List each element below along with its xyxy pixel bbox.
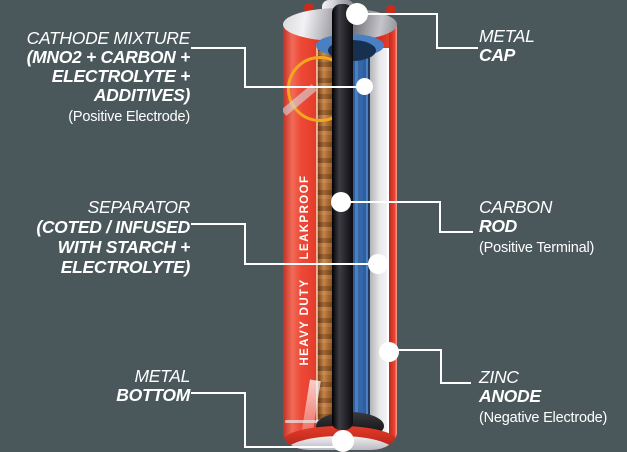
leader-cathode-h2 <box>244 86 366 88</box>
leader-rod-v <box>439 201 441 233</box>
marker-metal-bottom <box>332 430 354 452</box>
cathode-mixture-layer <box>317 46 332 438</box>
callout-line: METAL <box>479 26 535 46</box>
callout-note: (Positive Terminal) <box>479 240 595 256</box>
callout-metal-bottom: METAL BOTTOM <box>116 367 190 405</box>
leader-bottom-h1 <box>191 392 246 394</box>
casing-right-strip <box>389 26 397 450</box>
carbon-rod-shape <box>332 4 353 430</box>
callout-line: WITH STARCH + <box>57 237 191 257</box>
leader-bottom-v <box>244 392 246 448</box>
cathode-mixture-texture <box>317 46 332 438</box>
callout-line: ANODE <box>479 386 541 406</box>
callout-note: (Positive Electrode) <box>68 109 190 125</box>
marker-zinc-anode <box>379 342 399 362</box>
callout-line: SEPARATOR <box>87 197 191 217</box>
callout-line: (COTED / INFUSED <box>36 217 190 237</box>
callout-line: CATHODE MIXTURE <box>26 28 191 48</box>
callout-line: CAP <box>479 45 516 65</box>
zinc-can-layer <box>370 48 388 438</box>
leader-cap-v <box>436 13 438 49</box>
callout-line: METAL <box>134 366 190 386</box>
callout-line: BOTTOM <box>116 385 190 405</box>
callout-zinc-anode: ZINC ANODE (Negative Electrode) <box>479 368 607 427</box>
leader-separator-h2 <box>244 263 380 265</box>
leader-cathode-h1 <box>191 47 246 49</box>
callout-carbon-rod: CARBON ROD (Positive Terminal) <box>479 198 594 257</box>
separator-blue-layer <box>352 48 370 438</box>
marker-metal-cap <box>346 3 368 25</box>
leader-zinc-h1 <box>392 349 442 351</box>
callout-line: ADDITIVES) <box>93 85 190 105</box>
leader-zinc-v <box>440 349 442 384</box>
marker-cathode <box>356 78 373 95</box>
zinc-layer-highlight <box>386 48 389 438</box>
callout-line: ZINC <box>479 367 519 387</box>
callout-separator: SEPARATOR (COTED / INFUSED WITH STARCH +… <box>36 197 190 277</box>
leader-separator-h1 <box>191 223 246 225</box>
cap-crimp-left <box>304 3 314 13</box>
cap-crimp-right <box>386 5 396 15</box>
leader-cap-h1 <box>360 13 438 15</box>
marker-separator <box>368 254 388 274</box>
label-cut-edge <box>315 44 318 438</box>
leader-rod-h1 <box>345 201 441 203</box>
callout-note: (Negative Electrode) <box>479 410 608 426</box>
label-bottom-rim <box>285 420 323 423</box>
leader-bottom-h2 <box>244 446 344 448</box>
callout-cathode-mixture: CATHODE MIXTURE (MNO2 + CARBON + ELECTRO… <box>26 28 191 126</box>
brand-text-heavy-duty: HEAVY DUTY <box>299 278 311 366</box>
callout-line: (MNO2 + CARBON + <box>26 47 191 67</box>
marker-carbon-rod <box>331 192 351 212</box>
callout-line: ELECTROLYTE) <box>60 257 191 277</box>
brand-text-leakproof: LEAKPROOF <box>299 174 311 260</box>
leader-zinc-h2 <box>440 382 471 384</box>
leader-cap-h2 <box>436 47 478 49</box>
leader-cathode-v <box>244 47 246 88</box>
leader-rod-h2 <box>439 231 473 233</box>
callout-line: ELECTROLYTE + <box>51 66 191 86</box>
callout-line: CARBON <box>479 197 553 217</box>
callout-metal-cap: METAL CAP <box>479 27 535 65</box>
callout-line: ROD <box>479 216 517 236</box>
leader-separator-v <box>244 223 246 265</box>
